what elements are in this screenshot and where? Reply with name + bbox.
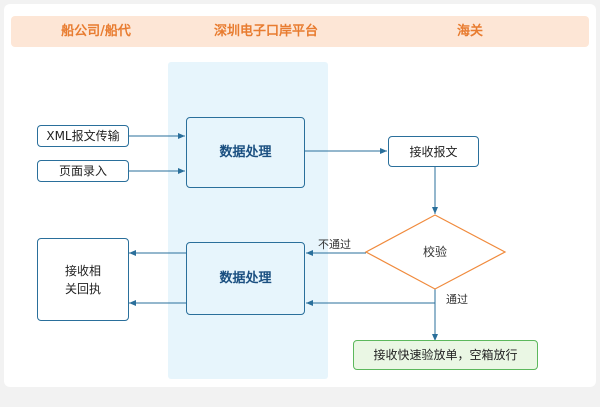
release-notice-box: 接收快速验放单，空箱放行 — [353, 340, 538, 370]
data-processing-top: 数据处理 — [186, 117, 305, 188]
page-entry-box: 页面录入 — [37, 160, 129, 182]
data-processing-bottom: 数据处理 — [186, 242, 305, 315]
eport-lane — [168, 62, 328, 379]
header-customs: 海关 — [456, 24, 483, 39]
edge-label-fail: 不通过 — [318, 238, 351, 251]
check-label: 校验 — [422, 245, 447, 259]
edge-label-pass: 通过 — [446, 293, 468, 306]
header-shenzhen-eport: 深圳电子口岸平台 — [213, 24, 318, 39]
receipt-line-1: 接收相 — [64, 263, 101, 278]
header-shipping-company: 船公司/船代 — [61, 24, 131, 39]
swimlane-header: 船公司/船代 深圳电子口岸平台 海关 — [11, 16, 589, 47]
xml-transfer-box: XML报文传输 — [37, 125, 129, 147]
check-diamond — [364, 214, 507, 290]
receive-receipt-box: 接收相 关回执 — [37, 238, 129, 321]
receipt-line-2: 关回执 — [64, 281, 101, 296]
receive-message-box: 接收报文 — [388, 136, 479, 167]
